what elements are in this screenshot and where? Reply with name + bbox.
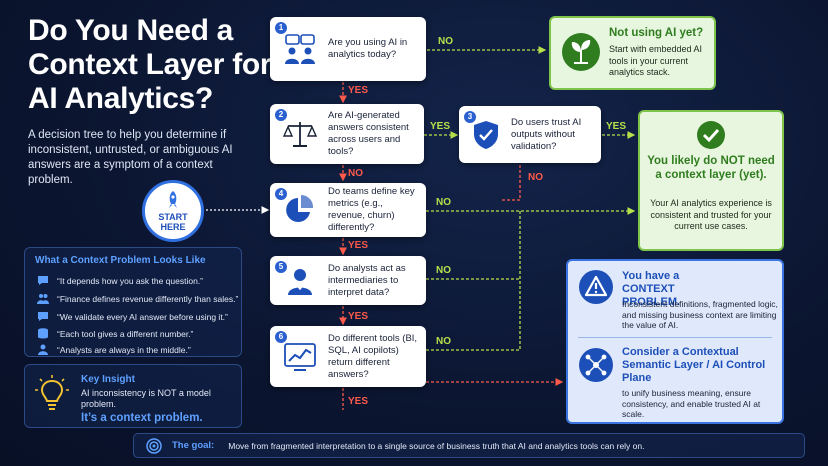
goal-body: Move from fragmented interpretation to a…: [228, 440, 645, 451]
context-problem-box: What a Context Problem Looks Like “It de…: [24, 247, 242, 357]
people-chat-icon: [280, 29, 320, 69]
question-card-3: 3 Do users trust AI outputs without vali…: [459, 106, 601, 163]
outcome-body: Your AI analytics experience is consiste…: [650, 198, 772, 231]
question-card-4: 4 Do teams define key metrics (e.g., rev…: [270, 183, 426, 237]
analyst-icon: [280, 261, 320, 301]
q5-yes-label: YES: [348, 311, 369, 322]
warning-icon: [579, 270, 613, 304]
q4-yes-label: YES: [348, 240, 369, 251]
question-card-1: 1 Are you using AI in analytics today?: [270, 17, 426, 81]
question-card-6: 6 Do different tools (BI, SQL, AI copilo…: [270, 326, 426, 387]
q1-no-label: NO: [438, 36, 453, 47]
solution-heading: Consider a Contextual Semantic Layer / A…: [622, 346, 766, 384]
outcome-heading: Not using AI yet?: [609, 27, 704, 39]
list-item-text: “Each tool gives a different number.”: [57, 328, 194, 339]
list-item: “Each tool gives a different number.”: [37, 328, 193, 339]
outcome-heading: You likely do NOT need a context layer (…: [647, 155, 775, 181]
question-number: 3: [464, 111, 476, 123]
list-item-text: “We validate every AI answer before usin…: [57, 311, 228, 322]
solution-body: to unify business meaning, ensure consis…: [622, 388, 761, 419]
database-icon: [37, 328, 49, 339]
insight-body: AI inconsistency is NOT a model problem.: [81, 388, 211, 409]
chat-icon: [37, 311, 49, 322]
target-icon: [146, 438, 162, 454]
chat-icon: [37, 275, 49, 286]
question-number: 1: [275, 22, 287, 34]
person-icon: [37, 344, 49, 355]
q4-no-label: NO: [436, 197, 451, 208]
goal-bar: The goal: Move from fragmented interpret…: [133, 433, 805, 458]
question-text: Are you using AI in analytics today?: [328, 37, 408, 60]
list-item-text: “It depends how you ask the question.”: [57, 275, 204, 286]
lightbulb-icon: [35, 375, 69, 410]
q1-yes-label: YES: [348, 85, 369, 96]
question-text: Do users trust AI outputs without valida…: [511, 116, 582, 152]
people-icon: [37, 293, 49, 304]
q3-no-label: NO: [528, 172, 543, 183]
list-item: “Analysts are always in the middle.”: [37, 344, 191, 355]
page-title: Do You Need a Context Layer for AI Analy…: [28, 14, 272, 115]
question-text: Do different tools (BI, SQL, AI copilots…: [328, 332, 418, 380]
page-subtitle: A decision tree to help you determine if…: [28, 129, 233, 186]
q2-yes-label: YES: [430, 121, 451, 132]
goal-heading: The goal:: [172, 440, 215, 451]
context-problem-heading: What a Context Problem Looks Like: [35, 255, 206, 266]
q6-no-label: NO: [436, 336, 451, 347]
question-text: Are AI-generated answers consistent acro…: [328, 110, 409, 157]
outcome-context-problem: You have a CONTEXT PROBLEM. Inconsistent…: [566, 259, 784, 424]
rocket-icon: [169, 191, 177, 208]
problem-heading: You have a CONTEXT PROBLEM.: [622, 270, 681, 308]
list-item: “Finance defines revenue differently tha…: [37, 293, 238, 304]
question-card-5: 5 Do analysts act as intermediaries to i…: [270, 256, 426, 305]
start-label: START HERE: [158, 212, 188, 232]
shield-check-icon: [469, 115, 503, 155]
check-circle-icon: [697, 121, 725, 149]
q2-no-label: NO: [348, 168, 363, 179]
question-number: 6: [275, 331, 287, 343]
question-card-2: 2 Are AI-generated answers consistent ac…: [270, 104, 424, 164]
q3-yes-label: YES: [606, 121, 627, 132]
question-number: 5: [275, 261, 287, 273]
outcome-no-context-layer: You likely do NOT need a context layer (…: [638, 110, 784, 251]
list-item-text: “Finance defines revenue differently tha…: [57, 293, 239, 304]
key-insight-box: Key Insight AI inconsistency is NOT a mo…: [24, 364, 242, 428]
insight-heading: Key Insight: [81, 374, 135, 385]
plant-icon: [562, 33, 600, 71]
outcome-not-using: Not using AI yet? Start with embedded AI…: [549, 16, 716, 90]
insight-conclusion: It’s a context problem.: [81, 412, 203, 424]
start-here-badge: START HERE: [142, 180, 204, 242]
question-text: Do analysts act as intermediaries to int…: [328, 262, 406, 298]
question-text: Do teams define key metrics (e.g., reven…: [328, 186, 415, 233]
q5-no-label: NO: [436, 265, 451, 276]
network-icon: [579, 348, 613, 382]
divider: [578, 337, 772, 338]
question-number: 4: [275, 188, 287, 200]
line-chart-icon: [280, 337, 320, 377]
outcome-body: Start with embedded AI tools in your cur…: [609, 44, 703, 77]
q6-yes-label: YES: [348, 396, 369, 407]
list-item: “We validate every AI answer before usin…: [37, 311, 228, 322]
list-item-text: “Analysts are always in the middle.”: [57, 344, 191, 355]
scale-icon: [280, 114, 320, 154]
problem-body: Inconsistent definitions, fragmented log…: [622, 299, 778, 330]
pie-chart-icon: [280, 190, 320, 230]
list-item: “It depends how you ask the question.”: [37, 275, 203, 286]
question-number: 2: [275, 109, 287, 121]
